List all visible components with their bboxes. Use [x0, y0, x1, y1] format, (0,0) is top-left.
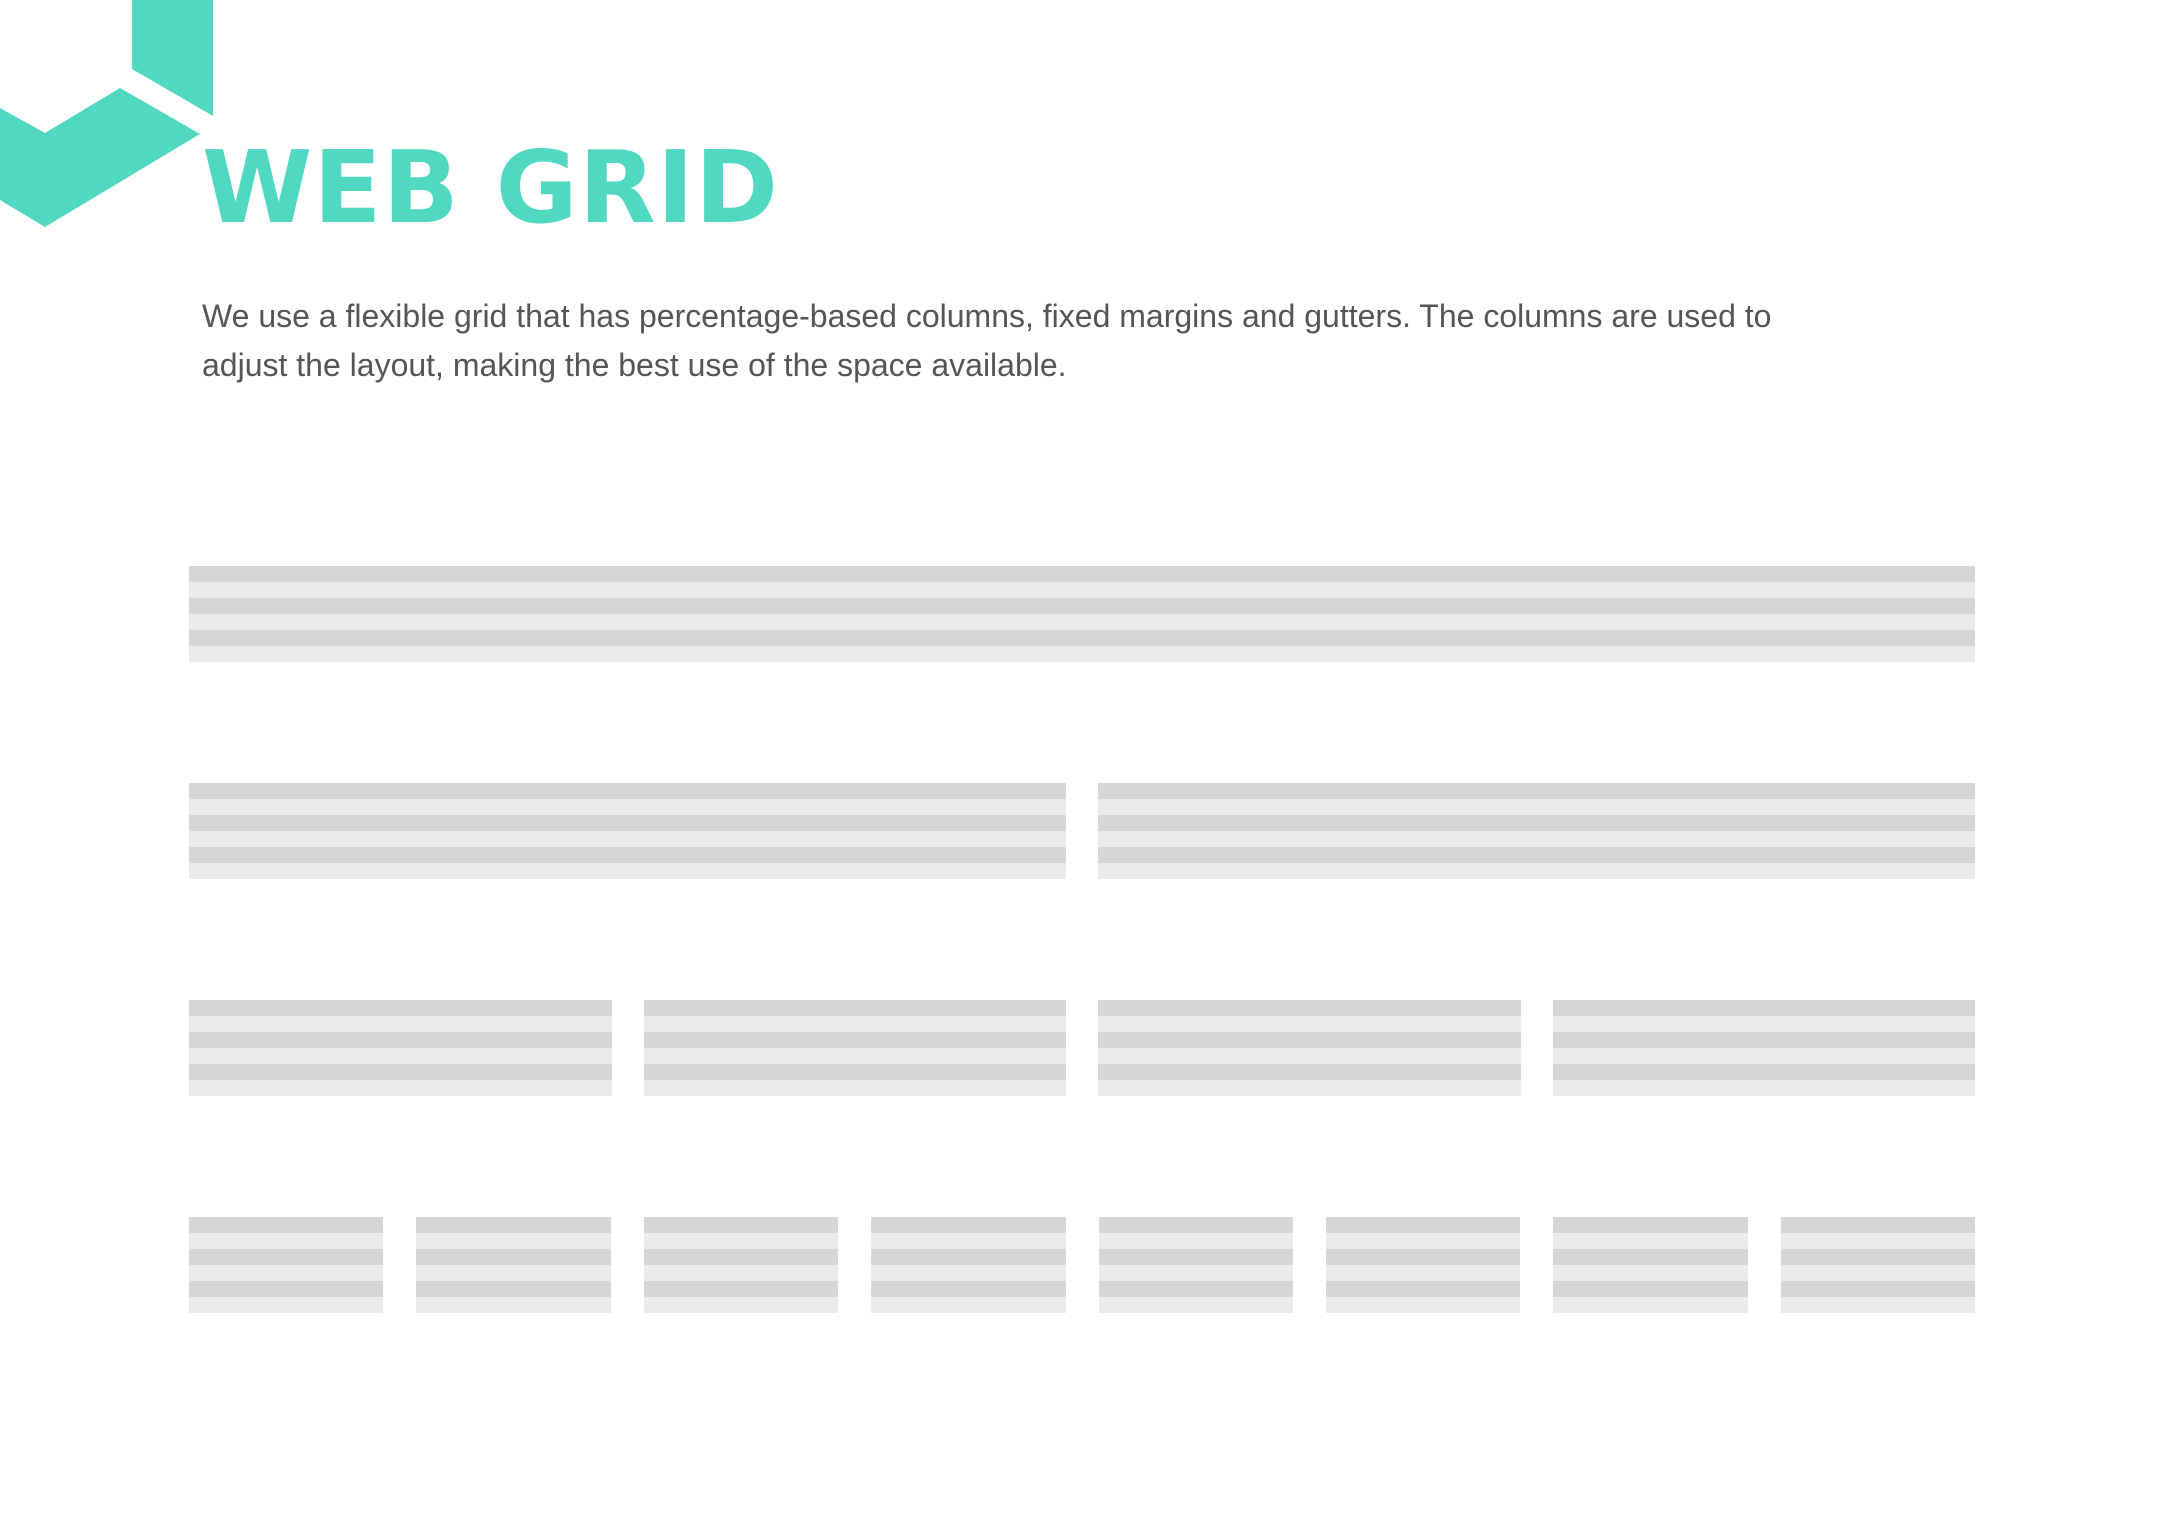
- grid-column: [189, 1217, 384, 1313]
- grid-row-eight-columns: [189, 1217, 1975, 1313]
- grid-row-one-column: [189, 566, 1975, 662]
- grid-column: [1098, 1217, 1293, 1313]
- grid-column: [416, 1217, 611, 1313]
- grid-column: [1780, 1217, 1975, 1313]
- grid-row-four-columns: [189, 1000, 1975, 1096]
- grid-column: [871, 1217, 1066, 1313]
- grid-row-two-columns: [189, 783, 1975, 879]
- grid-column: [1325, 1217, 1521, 1313]
- grid-column: [643, 1000, 1066, 1096]
- grid-column: [1098, 783, 1975, 879]
- grid-column: [1552, 1000, 1975, 1096]
- grid-column: [189, 783, 1066, 879]
- grid-column: [189, 1000, 612, 1096]
- grid-column: [1553, 1217, 1748, 1313]
- page-title: WEB GRID: [202, 129, 779, 246]
- hexagon-cube-logo-icon: [0, 0, 213, 227]
- grid-column: [643, 1217, 839, 1313]
- grid-column: [189, 566, 1975, 662]
- intro-paragraph: We use a flexible grid that has percenta…: [202, 298, 1772, 383]
- grid-column: [1098, 1000, 1521, 1096]
